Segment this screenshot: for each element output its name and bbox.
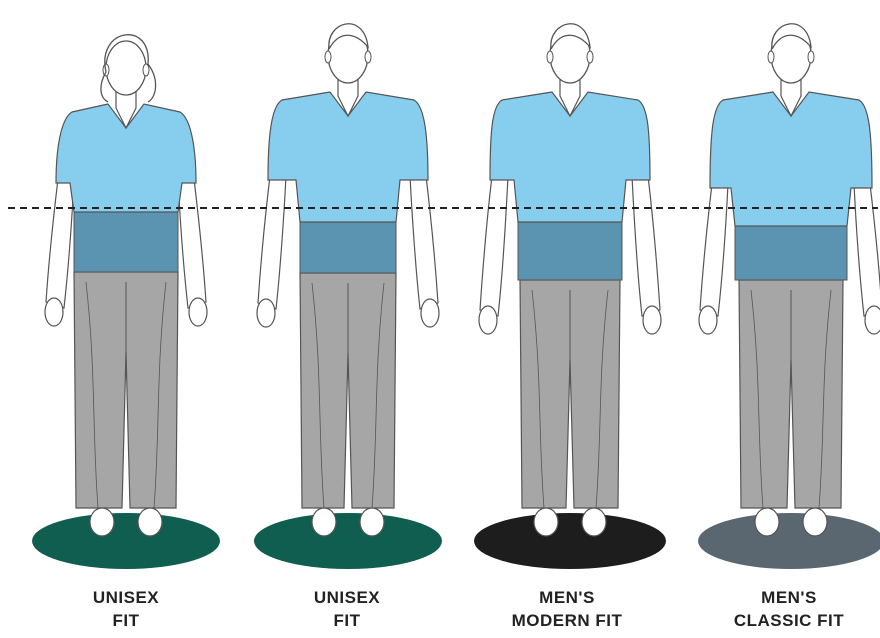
fit-label-line2: FIT (247, 609, 447, 632)
figure-2 (479, 24, 661, 536)
left-hand (479, 306, 497, 334)
left-hand (257, 299, 275, 327)
right-arm (410, 176, 438, 309)
right-foot (360, 508, 384, 536)
fit-label-line1: MEN'S (689, 586, 880, 609)
fit-label-line2: FIT (26, 609, 226, 632)
shirt-hem (518, 222, 622, 280)
shirt-hem (300, 222, 396, 273)
right-foot (582, 508, 606, 536)
figure-base-2 (474, 513, 666, 569)
left-ear (325, 51, 331, 63)
left-arm (700, 184, 728, 316)
right-arm (854, 184, 880, 316)
left-foot (755, 508, 779, 536)
figure-base-1 (254, 513, 442, 569)
left-arm (258, 176, 286, 309)
shirt-hem (735, 226, 847, 280)
fit-label-line2: MODERN FIT (467, 609, 667, 632)
fit-label-unisex-male: UNISEX FIT (247, 586, 447, 632)
fit-label-line1: MEN'S (467, 586, 667, 609)
right-hand (643, 306, 661, 334)
shirt-hem (74, 212, 178, 272)
right-hand (189, 298, 207, 326)
right-arm (178, 179, 206, 308)
fit-label-line2: CLASSIC FIT (689, 609, 880, 632)
left-foot (312, 508, 336, 536)
fit-label-unisex-female: UNISEX FIT (26, 586, 226, 632)
left-arm (480, 176, 508, 316)
right-hand (421, 299, 439, 327)
right-ear (587, 51, 593, 63)
figure-1 (257, 24, 439, 536)
fit-label-mens-classic: MEN'S CLASSIC FIT (689, 586, 880, 632)
figure-base-0 (32, 513, 220, 569)
fit-label-line1: UNISEX (247, 586, 447, 609)
head (106, 41, 146, 95)
figure-0 (45, 35, 207, 536)
left-foot (534, 508, 558, 536)
fit-label-mens-modern: MEN'S MODERN FIT (467, 586, 667, 632)
figure-group (45, 24, 880, 536)
fit-label-line1: UNISEX (26, 586, 226, 609)
figure-3 (699, 24, 880, 536)
right-foot (138, 508, 162, 536)
figure-base-3 (698, 513, 880, 569)
left-ear (768, 51, 774, 63)
right-ear (143, 64, 149, 76)
left-ear (547, 51, 553, 63)
right-arm (632, 176, 660, 316)
right-foot (803, 508, 827, 536)
right-ear (365, 51, 371, 63)
left-hand (45, 298, 63, 326)
left-foot (90, 508, 114, 536)
left-hand (699, 306, 717, 334)
right-ear (808, 51, 814, 63)
right-hand (865, 306, 880, 334)
left-arm (46, 179, 74, 308)
